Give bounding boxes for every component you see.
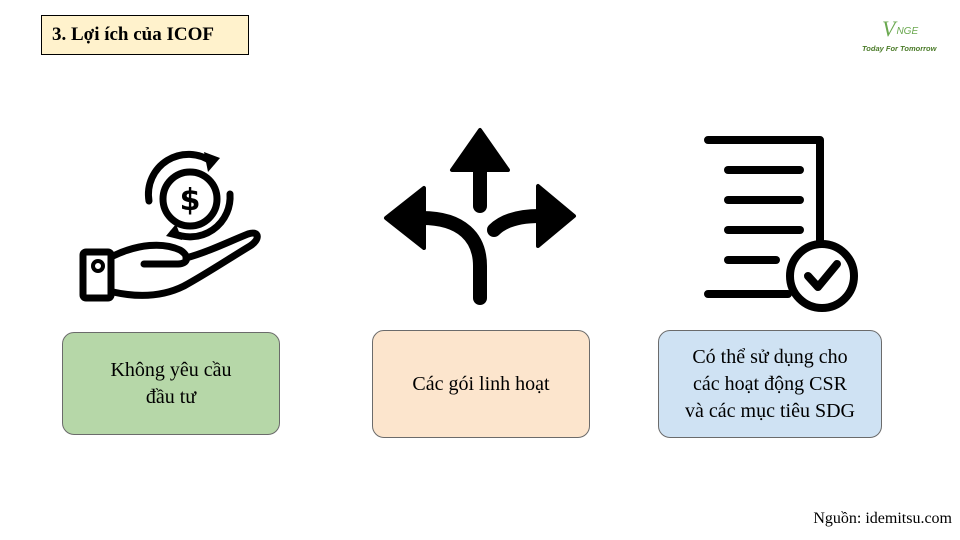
logo-mark-rest: NGE xyxy=(896,26,919,37)
slide-title-text: 3. Lợi ích của ICOF xyxy=(52,24,215,45)
logo-mark-letter: V xyxy=(882,16,896,41)
benefit-card-text: Các gói linh hoạt xyxy=(412,371,549,398)
source-citation: Nguồn: idemitsu.com xyxy=(813,510,952,527)
slide-title: 3. Lợi ích của ICOF xyxy=(41,15,249,55)
benefit-line: Có thể sử dụng cho xyxy=(692,345,848,368)
benefit-line: và các mục tiêu SDG xyxy=(685,399,855,422)
benefit-card-text: Có thể sử dụng cho các hoạt động CSR và … xyxy=(685,344,855,425)
vnge-logo: V NGE Today For Tomorrow xyxy=(860,14,952,58)
money-hand-icon: $ xyxy=(79,150,261,302)
benefit-card-text: Không yêu cầu đầu tư xyxy=(110,357,231,411)
benefit-line: Không yêu cầu xyxy=(110,358,232,381)
benefit-card-flexible-packages: Các gói linh hoạt xyxy=(372,330,590,438)
benefit-line: các hoạt động CSR xyxy=(693,372,847,395)
document-check-icon xyxy=(704,136,858,312)
benefit-line: Các gói linh hoạt xyxy=(412,372,550,395)
logo-tagline: Today For Tomorrow xyxy=(862,44,937,53)
svg-text:$: $ xyxy=(180,183,201,218)
benefit-card-csr-sdg: Có thể sử dụng cho các hoạt động CSR và … xyxy=(658,330,882,438)
benefit-card-no-investment: Không yêu cầu đầu tư xyxy=(62,332,280,435)
logo-mark: V NGE xyxy=(882,16,918,40)
benefit-line: đầu tư xyxy=(145,385,197,408)
split-arrows-icon xyxy=(384,128,576,305)
